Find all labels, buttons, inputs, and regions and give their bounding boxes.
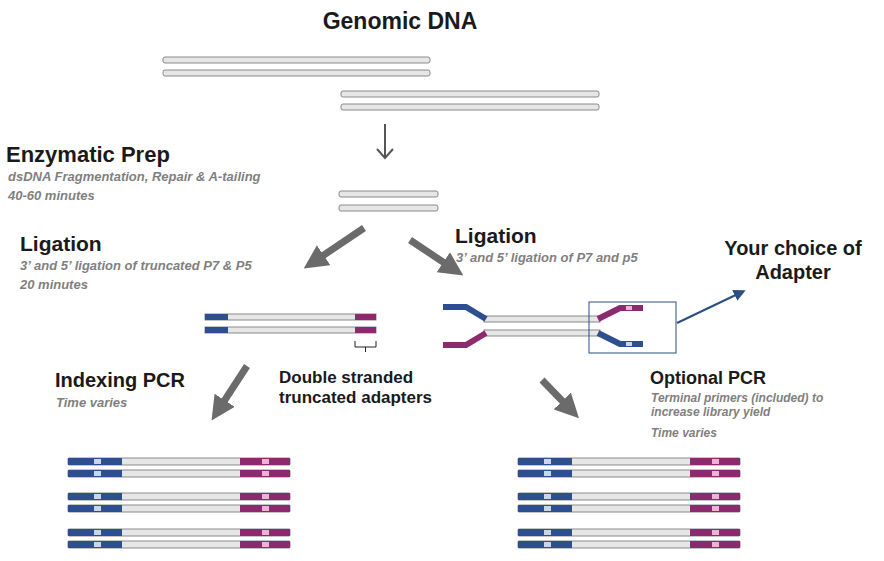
- step-heading: Indexing PCR: [55, 368, 185, 392]
- process-arrow: [312, 228, 364, 263]
- library-molecule: [68, 458, 290, 477]
- index-mark: [626, 306, 632, 310]
- library-molecule: [518, 529, 740, 548]
- dna-strand: [341, 91, 599, 97]
- step-note: Terminal primers (included) to increase …: [651, 391, 871, 420]
- dna-strand: [163, 57, 430, 63]
- step-time: 20 minutes: [20, 277, 88, 293]
- library-molecule: [68, 493, 290, 512]
- p5-adapter: [443, 333, 486, 345]
- p7-adapter: [443, 307, 486, 319]
- step-time: Time varies: [56, 395, 127, 411]
- process-arrow: [542, 380, 572, 411]
- step-heading: Ligation: [455, 223, 537, 248]
- arrow-head: [377, 149, 393, 158]
- dna-strand: [205, 314, 376, 320]
- step-note: dsDNA Fragmentation, Repair & A-tailing: [8, 169, 261, 185]
- dna-strand: [163, 70, 430, 76]
- bracket: [355, 341, 376, 352]
- step-heading: Enzymatic Prep: [6, 142, 170, 168]
- dna-fragment: [339, 205, 438, 211]
- step-time: Time varies: [651, 426, 717, 440]
- step-heading: Ligation: [20, 231, 102, 256]
- step-heading: Optional PCR: [650, 368, 766, 390]
- p5-adapter: [355, 314, 376, 320]
- highlight-box: [589, 302, 676, 353]
- bracket-label: Double stranded truncated adapters: [279, 368, 459, 409]
- p7-adapter: [205, 327, 228, 333]
- library-molecule: [518, 458, 740, 477]
- step-time: 40-60 minutes: [8, 188, 95, 204]
- p5-adapter: [598, 308, 643, 319]
- diagram-title: Genomic DNA: [280, 8, 520, 36]
- library-molecule: [68, 529, 290, 548]
- p5-adapter: [355, 327, 376, 333]
- dna-strand: [205, 327, 376, 333]
- callout-text: Your choice of Adapter: [700, 236, 884, 284]
- dna-strand: [484, 330, 600, 336]
- callout-arrow: [677, 292, 742, 323]
- step-note: 3’ and 5’ ligation of P7 and p5: [456, 250, 638, 266]
- step-note: 3’ and 5’ ligation of truncated P7 & P5: [20, 258, 252, 274]
- process-arrow: [217, 366, 247, 412]
- index-mark: [626, 342, 632, 346]
- library-molecule: [518, 493, 740, 512]
- p7-adapter: [598, 333, 643, 344]
- dna-fragment: [339, 191, 438, 197]
- p7-adapter: [205, 314, 228, 320]
- dna-strand: [484, 316, 600, 322]
- process-arrow: [384, 124, 386, 158]
- dna-strand: [341, 104, 599, 110]
- process-arrow: [410, 240, 455, 270]
